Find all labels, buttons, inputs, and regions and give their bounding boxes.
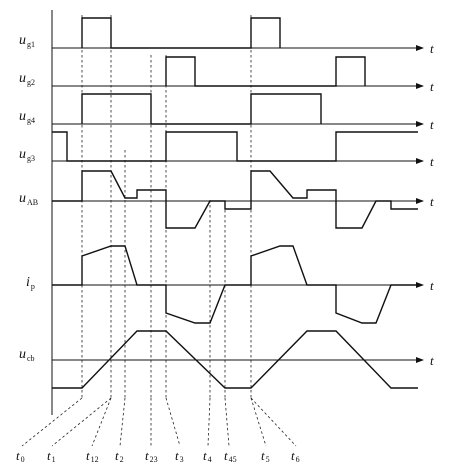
label-ug1: ug1: [19, 33, 35, 49]
label-leaders: [21, 397, 297, 447]
axis-t-labels: t t t t t t t: [430, 41, 434, 368]
time-label-t0: t0: [16, 448, 25, 464]
label-ip: ip: [26, 275, 35, 291]
time-label-t4: t4: [203, 448, 212, 464]
leader-t2: [119, 397, 126, 447]
waveform-ip: [52, 245, 418, 324]
waveform-ug3: [52, 131, 418, 162]
time-label-t12: t12: [86, 448, 99, 464]
time-label-t3: t3: [175, 448, 184, 464]
axis-label-uAB: t: [430, 194, 434, 209]
time-label-t45: t45: [224, 448, 237, 464]
waveform-ucb: [52, 330, 418, 389]
waveforms: [52, 17, 418, 389]
leader-t4: [207, 397, 211, 447]
label-ug2: ug2: [19, 71, 35, 87]
waveform-ug1: [81, 17, 281, 49]
leader-t5: [250, 397, 267, 447]
axis-label-ug4: t: [430, 117, 434, 132]
leader-t1: [51, 397, 112, 447]
time-label-t2: t2: [115, 448, 124, 464]
waveform-uAB: [52, 170, 418, 229]
axis-label-ip: t: [430, 278, 434, 293]
signal-labels: ug1 ug2 ug4 ug3 uAB ip ucb: [19, 33, 38, 363]
time-axes: [52, 45, 424, 363]
label-uAB: uAB: [19, 191, 38, 207]
axis-label-ug2: t: [430, 79, 434, 94]
time-label-t1: t1: [47, 448, 56, 464]
time-label-t5: t5: [261, 448, 270, 464]
waveform-ug4: [81, 93, 322, 125]
leader-t12: [91, 397, 112, 447]
waveform-ug2: [165, 56, 366, 87]
axis-label-ug3: t: [430, 154, 434, 169]
label-ucb: ucb: [19, 347, 35, 363]
label-ug3: ug3: [19, 147, 35, 163]
leader-t6: [250, 397, 297, 447]
leader-t45: [224, 397, 230, 447]
time-label-t23: t23: [145, 448, 158, 464]
time-labels: t0 t1 t12 t2 t23 t3 t4 t45 t5 t6: [16, 448, 300, 464]
leader-t3: [165, 397, 181, 447]
axis-label-ucb: t: [430, 353, 434, 368]
axis-label-ug1: t: [430, 41, 434, 56]
time-label-t6: t6: [291, 448, 300, 464]
label-ug4: ug4: [19, 109, 35, 125]
